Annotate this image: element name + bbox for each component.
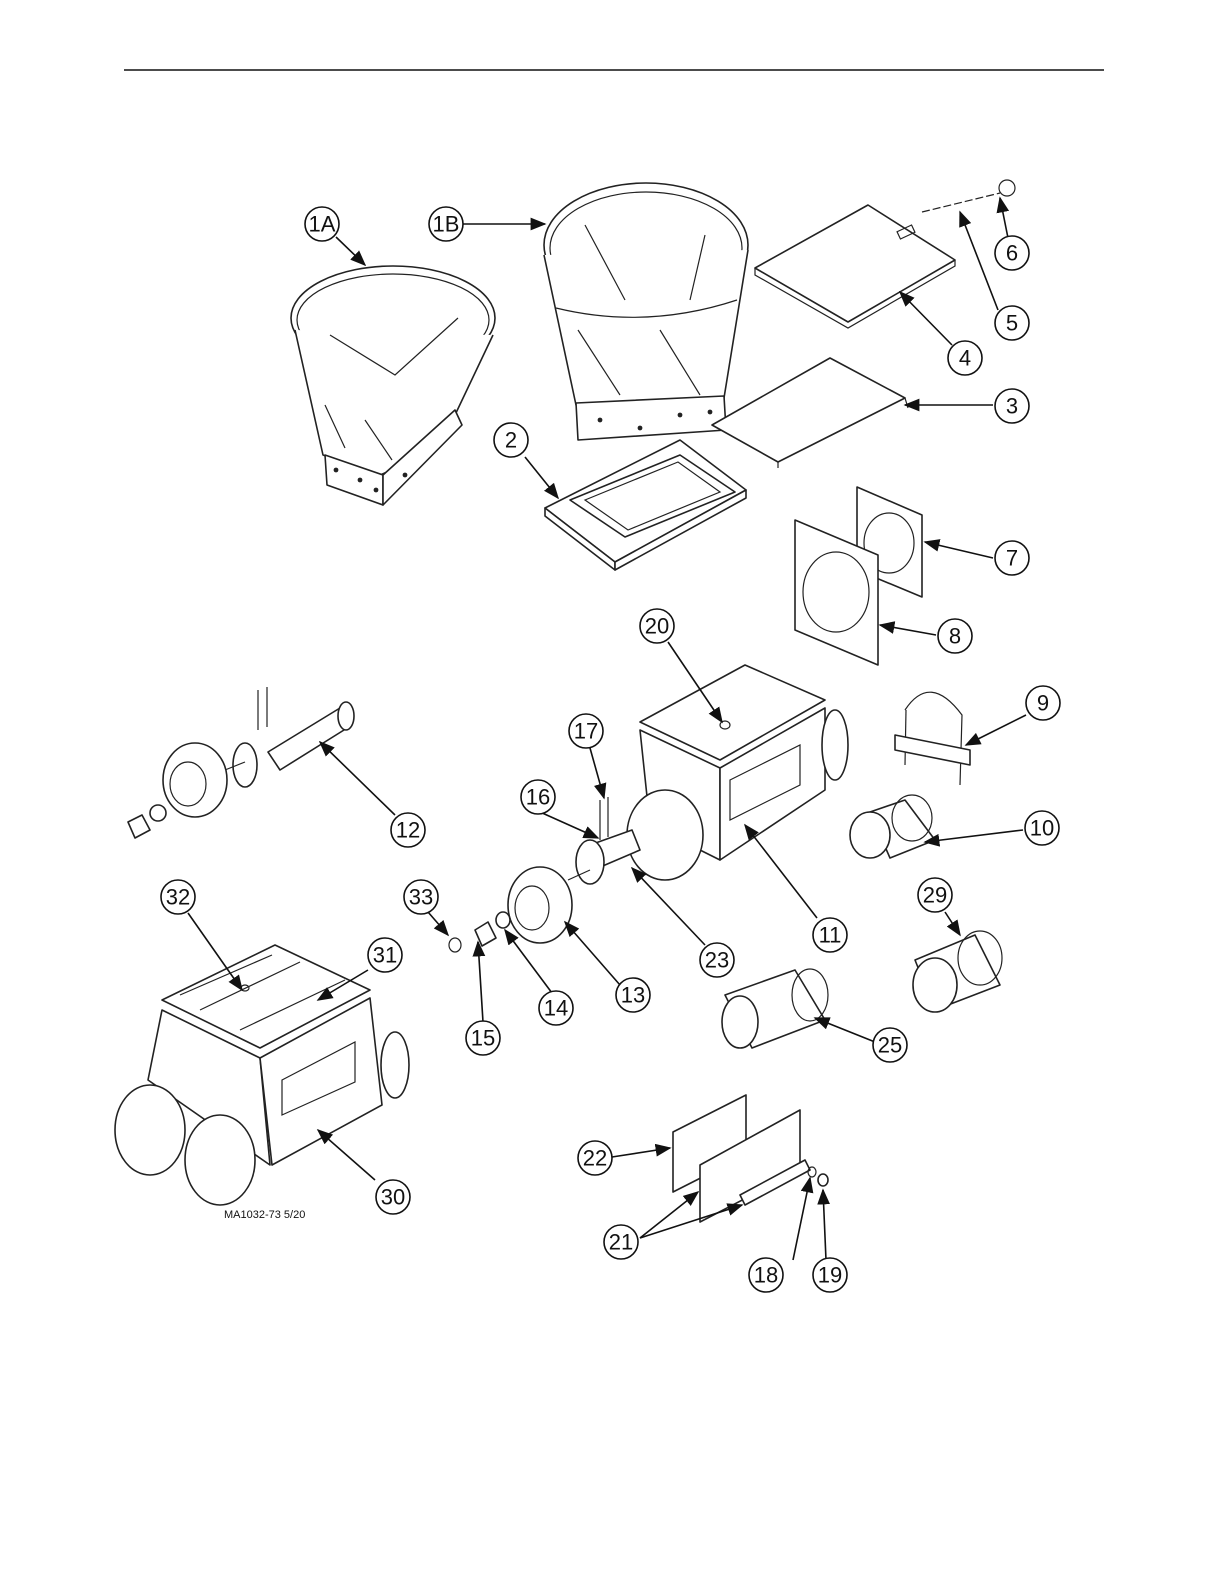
callout-10: 10 bbox=[1025, 811, 1059, 845]
callout-8: 8 bbox=[938, 619, 972, 653]
callout-30: 30 bbox=[376, 1180, 410, 1214]
callout-11: 11 bbox=[813, 918, 847, 952]
shaft-assembly-center bbox=[449, 797, 640, 952]
tube bbox=[913, 931, 1002, 1012]
double-outlet-housing bbox=[115, 945, 409, 1205]
callout-number: 18 bbox=[754, 1263, 778, 1288]
callout-number: 20 bbox=[645, 614, 669, 639]
callout-16: 16 bbox=[521, 780, 555, 814]
callout-number: 10 bbox=[1030, 816, 1054, 841]
callout-12: 12 bbox=[391, 813, 425, 847]
callout-number: 33 bbox=[409, 885, 433, 910]
slide-plate bbox=[712, 358, 908, 468]
callout-number: 22 bbox=[583, 1146, 607, 1171]
callout-18: 18 bbox=[749, 1258, 783, 1292]
callout-number: 23 bbox=[705, 948, 729, 973]
callout-3: 3 bbox=[995, 389, 1029, 423]
callout-number: 1A bbox=[309, 212, 336, 237]
callout-number: 32 bbox=[166, 885, 190, 910]
sleeve-tube bbox=[850, 795, 935, 858]
callout-number: 31 bbox=[373, 943, 397, 968]
u-bolt-clamp bbox=[895, 692, 970, 785]
callout-number: 4 bbox=[959, 346, 971, 371]
drawing-reference: MA1032-73 5/20 bbox=[224, 1209, 305, 1221]
callout-1b: 1B bbox=[429, 207, 463, 241]
callout-number: 8 bbox=[949, 624, 961, 649]
callout-number: 12 bbox=[396, 818, 420, 843]
cover-plate bbox=[755, 205, 955, 328]
drive-housing bbox=[627, 665, 848, 880]
callout-2: 2 bbox=[494, 423, 528, 457]
callout-number: 11 bbox=[819, 923, 842, 948]
callout-number: 19 bbox=[818, 1263, 842, 1288]
callout-17: 17 bbox=[569, 714, 603, 748]
callout-19: 19 bbox=[813, 1258, 847, 1292]
callout-number: 1B bbox=[433, 212, 460, 237]
callout-14: 14 bbox=[539, 991, 573, 1025]
callout-number: 3 bbox=[1006, 394, 1018, 419]
callout-21: 21 bbox=[604, 1225, 638, 1259]
callout-number: 9 bbox=[1037, 691, 1049, 716]
callout-number: 30 bbox=[381, 1185, 405, 1210]
callout-number: 29 bbox=[923, 883, 947, 908]
callout-number: 17 bbox=[574, 719, 598, 744]
hopper-large bbox=[544, 183, 748, 440]
callout-15: 15 bbox=[466, 1021, 500, 1055]
callout-20: 20 bbox=[640, 609, 674, 643]
callout-number: 14 bbox=[544, 996, 568, 1021]
callout-6: 6 bbox=[995, 236, 1029, 270]
callout-22: 22 bbox=[578, 1141, 612, 1175]
flange-plate bbox=[545, 440, 746, 570]
split-sleeve bbox=[722, 969, 828, 1048]
callout-25: 25 bbox=[873, 1028, 907, 1062]
callout-9: 9 bbox=[1026, 686, 1060, 720]
callout-13: 13 bbox=[616, 978, 650, 1012]
callout-number: 21 bbox=[609, 1230, 633, 1255]
callout-5: 5 bbox=[995, 306, 1029, 340]
callout-4: 4 bbox=[948, 341, 982, 375]
callout-number: 13 bbox=[621, 983, 645, 1008]
callout-7: 7 bbox=[995, 541, 1029, 575]
callout-1a: 1A bbox=[305, 207, 339, 241]
callout-number: 15 bbox=[471, 1026, 495, 1051]
callout-number: 5 bbox=[1006, 311, 1018, 336]
callout-number: 7 bbox=[1006, 546, 1018, 571]
callout-23: 23 bbox=[700, 943, 734, 977]
callout-number: 6 bbox=[1006, 241, 1018, 266]
callout-number: 25 bbox=[878, 1033, 902, 1058]
callout-29: 29 bbox=[918, 878, 952, 912]
callout-number: 2 bbox=[505, 428, 517, 453]
callout-31: 31 bbox=[368, 938, 402, 972]
callout-32: 32 bbox=[161, 880, 195, 914]
hopper-small bbox=[291, 266, 495, 505]
callout-number: 16 bbox=[526, 785, 550, 810]
callout-33: 33 bbox=[404, 880, 438, 914]
shaft-assembly-left bbox=[128, 687, 354, 838]
